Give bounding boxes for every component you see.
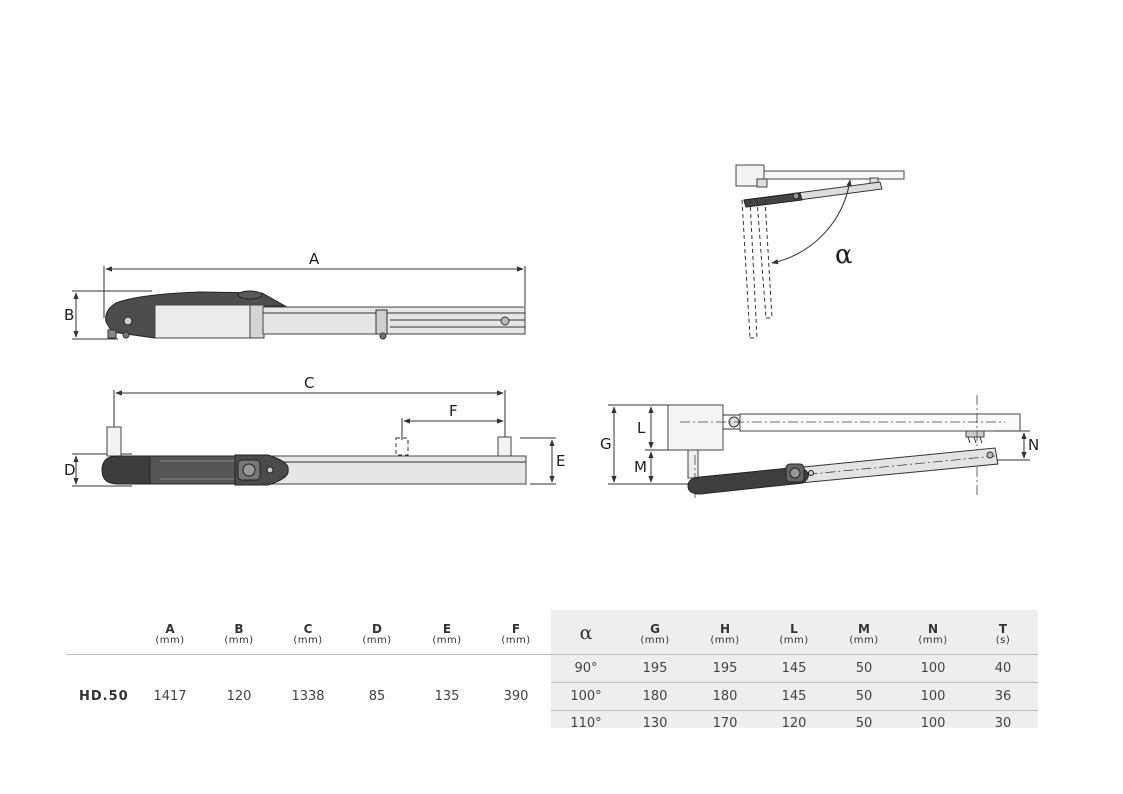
col-header-h: H(mm) — [710, 622, 740, 646]
cell-t: 36 — [994, 689, 1012, 704]
row-divider — [551, 710, 1038, 711]
alpha-section-shading — [551, 610, 1038, 728]
col-header-t: T(s) — [995, 622, 1011, 646]
dim-label-g: G — [600, 435, 612, 453]
dim-label-e: E — [556, 452, 565, 470]
cell-l: 145 — [781, 661, 807, 676]
dim-label-n: N — [1028, 436, 1039, 454]
alpha-label: α — [835, 240, 853, 270]
row-divider — [551, 682, 1038, 683]
cell-alpha: 110° — [570, 716, 602, 728]
col-header-g: G(mm) — [640, 622, 670, 646]
cell-e: 135 — [434, 689, 460, 704]
opening-angle-drawing: α — [735, 164, 905, 339]
cell-g: 180 — [642, 689, 668, 704]
cell-b: 120 — [226, 689, 252, 704]
cell-l: 145 — [781, 689, 807, 704]
dim-label-b: B — [64, 306, 74, 324]
cell-t: 40 — [994, 661, 1012, 676]
col-header-c: C(mm) — [293, 622, 323, 646]
cell-t: 30 — [994, 716, 1012, 728]
cell-h: 195 — [712, 661, 738, 676]
cell-d: 85 — [368, 689, 386, 704]
cell-m: 50 — [855, 716, 873, 728]
cell-g: 130 — [642, 716, 668, 728]
cell-f: 390 — [503, 689, 529, 704]
col-header-alpha: α — [579, 622, 593, 644]
side-view-drawing: A B — [64, 250, 526, 340]
technical-drawings: A B C F D — [64, 164, 1039, 498]
dim-label-m: M — [634, 458, 647, 476]
top-view-drawing: C F D E — [64, 374, 565, 487]
dim-label-l: L — [637, 419, 646, 437]
cell-m: 50 — [855, 689, 873, 704]
model-name: HD.50 — [79, 689, 129, 704]
col-header-b: B(mm) — [224, 622, 254, 646]
dim-label-f: F — [449, 402, 458, 420]
dim-label-c: C — [304, 374, 314, 392]
cell-g: 195 — [642, 661, 668, 676]
col-header-m: M(mm) — [849, 622, 879, 646]
spec-table: A(mm) B(mm) C(mm) D(mm) E(mm) F(mm) α G(… — [66, 610, 1038, 728]
mounting-drawing: G L M N — [600, 395, 1039, 498]
dim-label-a: A — [309, 250, 320, 268]
col-header-f: F(mm) — [501, 622, 531, 646]
dim-label-d: D — [64, 461, 76, 479]
cell-h: 170 — [712, 716, 738, 728]
col-header-l: L(mm) — [779, 622, 809, 646]
cell-n: 100 — [920, 716, 946, 728]
col-header-a: A(mm) — [155, 622, 185, 646]
col-header-n: N(mm) — [918, 622, 948, 646]
cell-m: 50 — [855, 661, 873, 676]
cell-l: 120 — [781, 716, 807, 728]
col-header-e: E(mm) — [432, 622, 462, 646]
col-header-d: D(mm) — [362, 622, 392, 646]
cell-n: 100 — [920, 689, 946, 704]
cell-a: 1417 — [153, 689, 187, 704]
cell-n: 100 — [920, 661, 946, 676]
cell-h: 180 — [712, 689, 738, 704]
cell-alpha: 90° — [574, 661, 598, 676]
header-divider — [66, 654, 1038, 655]
cell-alpha: 100° — [570, 689, 602, 704]
cell-c: 1338 — [291, 689, 325, 704]
